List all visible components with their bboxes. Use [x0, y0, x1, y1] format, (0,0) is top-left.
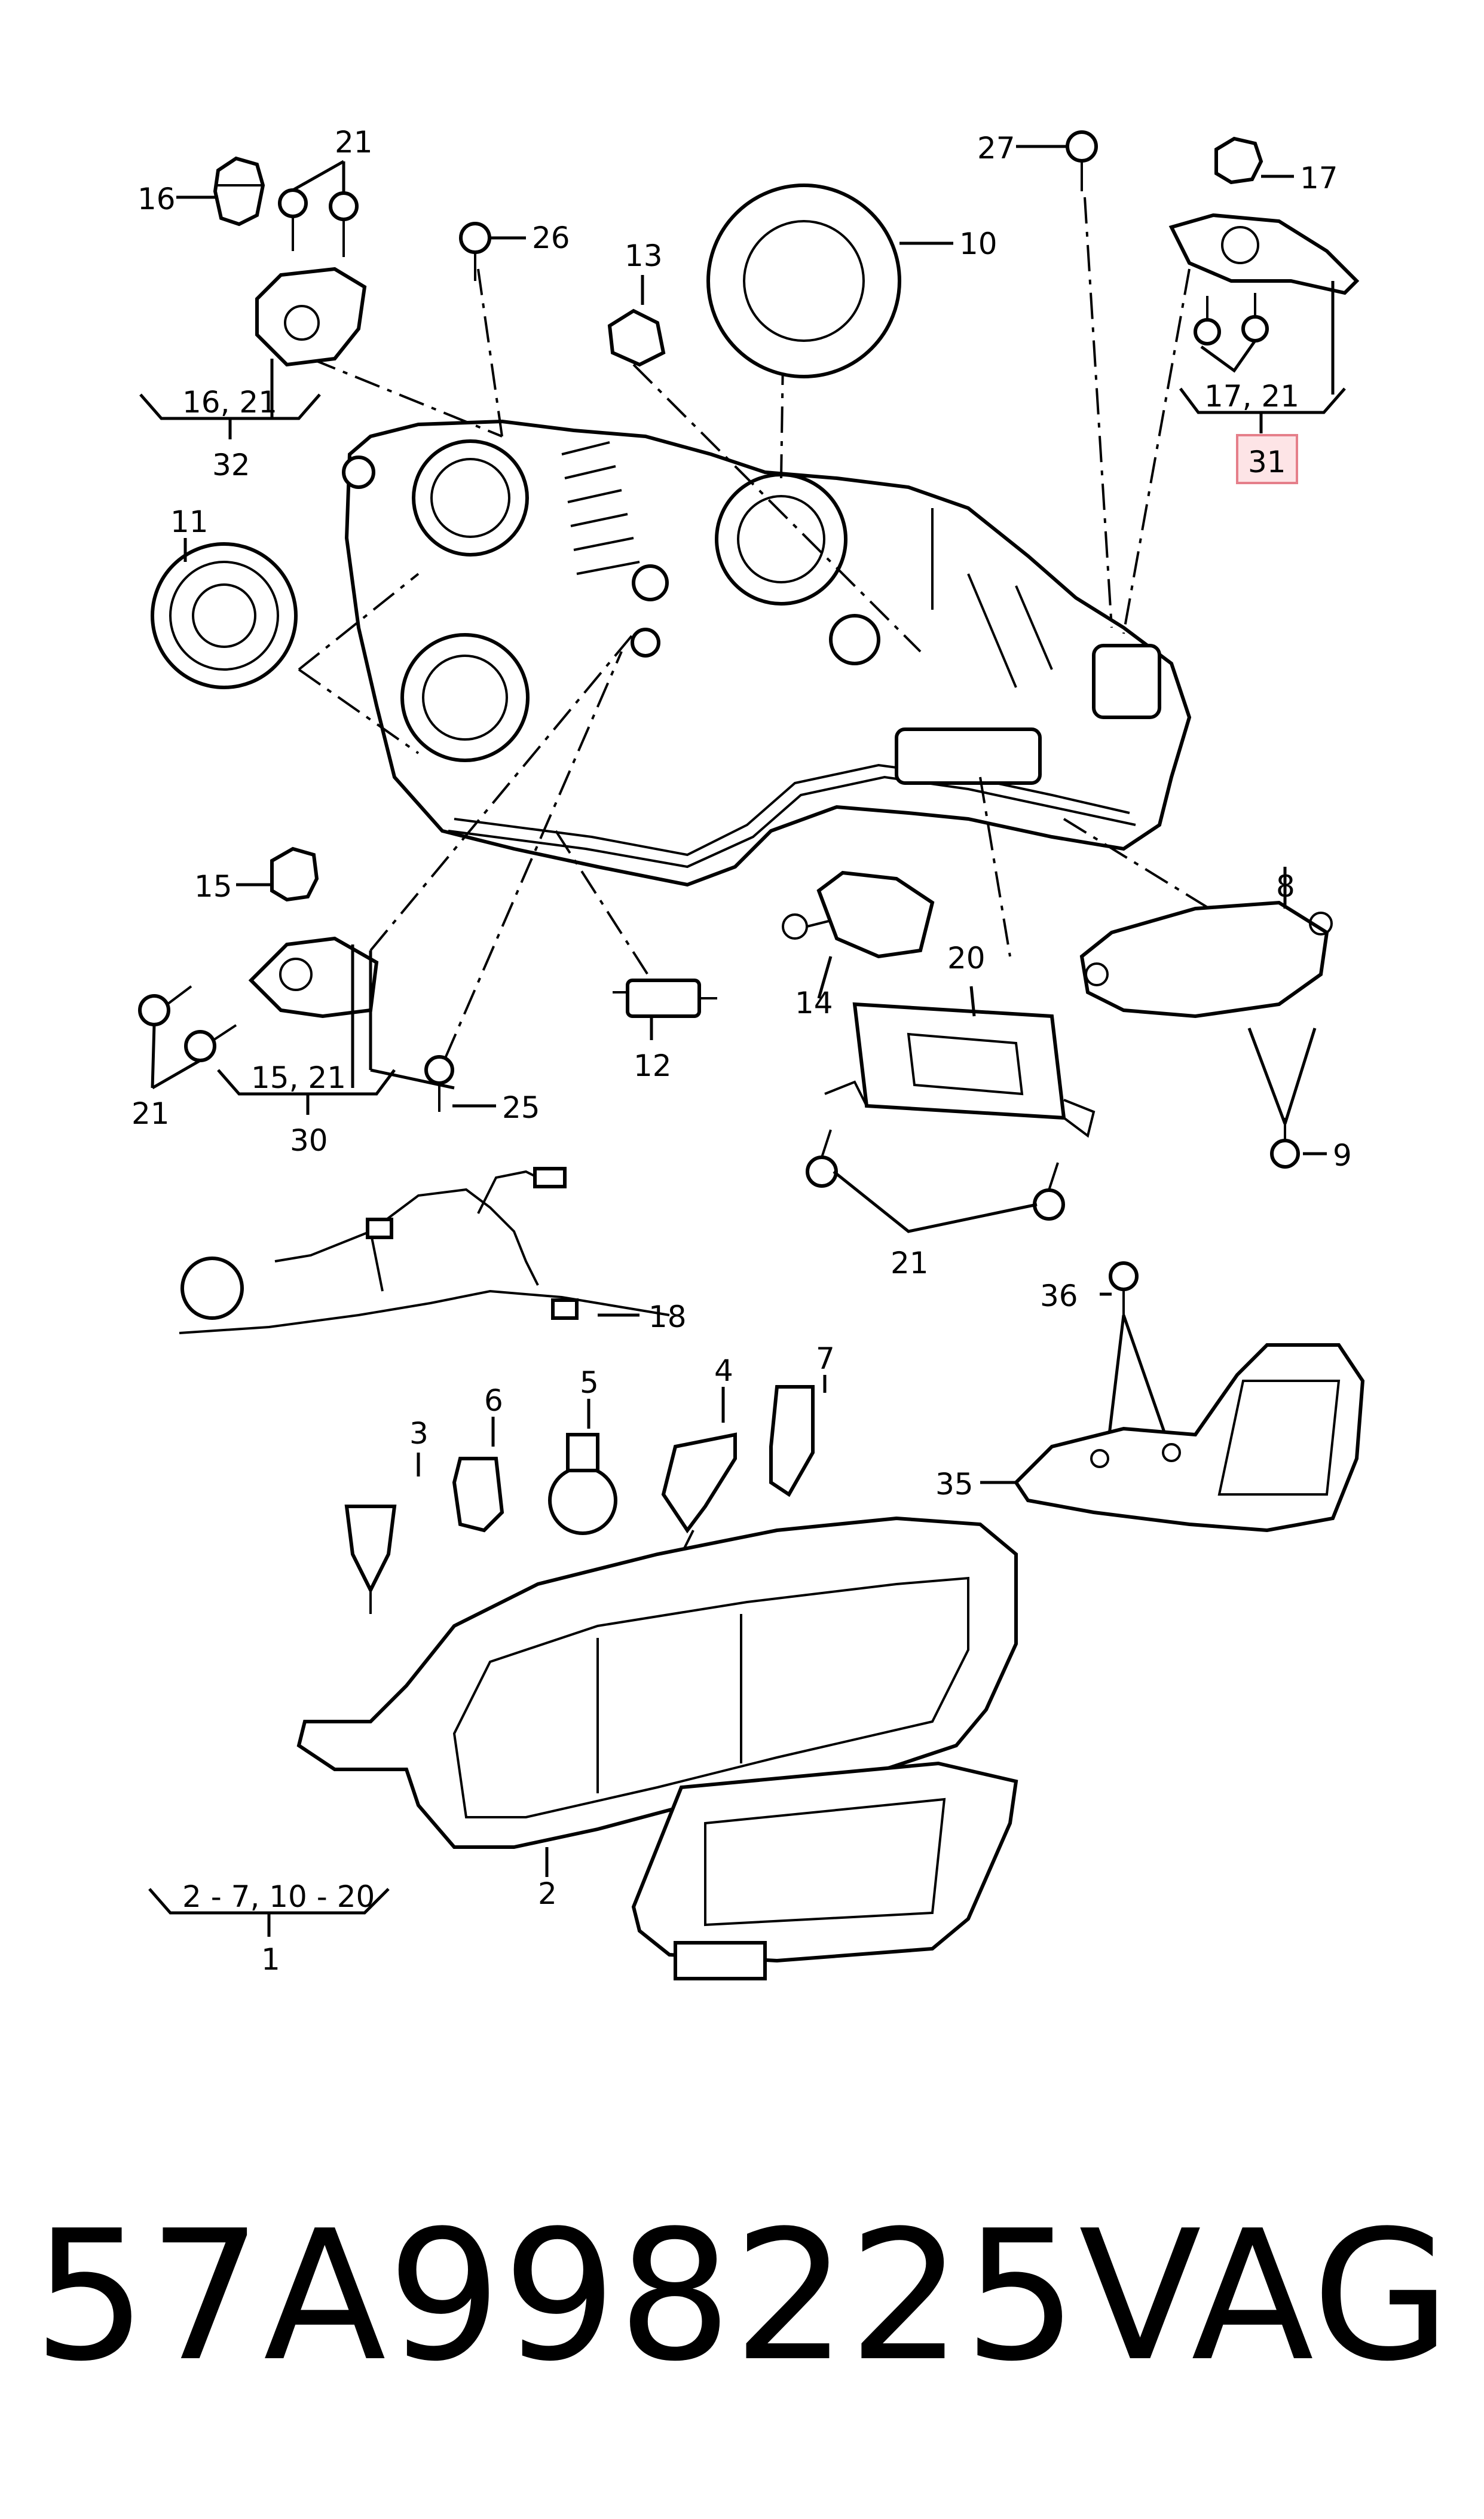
bulb-part-3: [344, 1505, 397, 1614]
highlight-box-31: [1236, 434, 1298, 484]
callout-35: 35: [935, 1467, 974, 1502]
callout-11: 11: [170, 505, 209, 539]
screw-part-27: [1066, 130, 1098, 191]
screw-part-25: [424, 1055, 454, 1112]
callout-7: 7: [816, 1341, 835, 1376]
bracket-part-32: [255, 267, 367, 367]
group-32-parts: 16, 21: [182, 385, 277, 420]
callout-6: 6: [484, 1383, 503, 1418]
group-1-id: 1: [261, 1942, 280, 1977]
screws-part-21-top: [278, 188, 359, 257]
headlight-housing: [342, 419, 1192, 887]
bulb-part-6: [452, 1457, 504, 1533]
group-31-parts: 17, 21: [1204, 379, 1299, 414]
callout-14: 14: [795, 986, 833, 1020]
group-brackets: [139, 387, 1346, 1937]
callout-18: 18: [648, 1300, 687, 1334]
assembly-lines: [298, 197, 1220, 1059]
brand-name: VAG: [1079, 2192, 1452, 2401]
bulb-part-7: [769, 1385, 815, 1497]
callout-16: 16: [137, 182, 176, 216]
bracket-part-35: [1014, 1343, 1365, 1533]
bulb-part-5: [548, 1433, 617, 1535]
callout-leaders: [151, 145, 1335, 1877]
screws-part-21-right: [1194, 293, 1269, 346]
callout-8: 8: [1276, 869, 1295, 904]
callout-21-top: 21: [335, 125, 373, 160]
callout-labels: 16 21 26 13 10 27 17 11 15 8 14 20 9 21 …: [131, 125, 1352, 1911]
group-30-parts: 15, 21: [251, 1060, 346, 1095]
connector-part-12: [613, 979, 717, 1018]
callout-17: 17: [1300, 161, 1338, 195]
screws-part-21-bottom: [806, 1129, 1065, 1221]
callout-5: 5: [580, 1365, 599, 1400]
screw-part-26: [459, 222, 491, 281]
part-number: 57A998225: [33, 2192, 1079, 2401]
callout-21-bottom: 21: [891, 1246, 929, 1280]
callout-15: 15: [194, 869, 232, 904]
screw-part-36: [1104, 1261, 1173, 1465]
nut-part-16: [213, 156, 265, 227]
callout-12: 12: [634, 1048, 672, 1083]
callout-9: 9: [1333, 1138, 1352, 1173]
screws-part-21-left: [138, 985, 237, 1062]
nut-part-17: [1214, 136, 1263, 185]
cap-part-10: [706, 184, 901, 378]
control-unit-part-20: [824, 1002, 1096, 1138]
callout-21-left: 21: [131, 1096, 170, 1131]
bracket-part-30: [248, 936, 379, 1019]
bracket-part-31: [1168, 213, 1360, 295]
callout-13: 13: [625, 239, 663, 273]
headlight-assembly-part-2: [296, 1516, 1018, 1980]
wiring-harness-part-18: [179, 1167, 670, 1334]
cap-part-11: [151, 542, 298, 689]
cover-part-8: [1079, 900, 1333, 1019]
group-32-id: 32: [212, 448, 250, 482]
callout-2: 2: [538, 1876, 557, 1911]
callout-36: 36: [1040, 1279, 1078, 1313]
screw-part-9: [1270, 1118, 1300, 1169]
nut-part-15: [270, 846, 319, 902]
group-1-parts: 2 - 7, 10 - 20: [182, 1879, 375, 1914]
callout-20: 20: [947, 941, 986, 976]
callout-10: 10: [959, 227, 998, 261]
group-30-id: 30: [290, 1123, 328, 1158]
motor-part-14: [782, 870, 935, 959]
bulb-part-4: [661, 1432, 737, 1555]
clip-part-13: [607, 308, 666, 367]
callout-25: 25: [502, 1090, 540, 1125]
group-31-id: 31: [1248, 445, 1286, 479]
callout-4: 4: [714, 1353, 733, 1388]
callout-27: 27: [977, 131, 1015, 166]
group-labels: 16, 21 32 17, 21 31 15, 21 30 2 - 7, 10 …: [182, 379, 1299, 1977]
callout-3: 3: [409, 1416, 429, 1451]
callout-26: 26: [532, 221, 570, 255]
